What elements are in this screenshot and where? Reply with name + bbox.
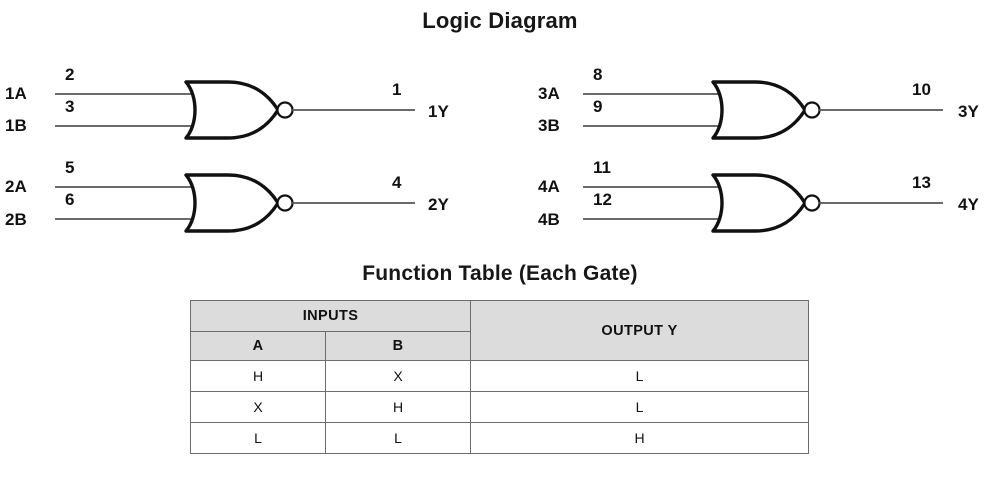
header-output-y: OUTPUT Y [470, 300, 810, 361]
table-row: X H L [190, 391, 810, 423]
nor-gate-1: 1A 2 1B 3 1 1Y [5, 65, 449, 140]
gate-3-inversion-bubble [803, 101, 821, 119]
gate-3-or-body [711, 80, 807, 140]
gate-2-input-b-pin: 6 [65, 190, 74, 209]
gate-2-input-a-label: 2A [5, 177, 27, 196]
logic-diagram-schematic: 1A 2 1B 3 1 1Y 2A 5 2B 6 4 2Y 3A 8 3B 9 [5, 65, 979, 233]
gate-4-input-a-pin: 11 [593, 158, 611, 177]
gate-2-or-body [184, 173, 280, 233]
gate-3-input-b-pin: 9 [593, 97, 602, 116]
cell-input-a: H [190, 360, 326, 392]
gate-3-output-pin: 10 [912, 80, 931, 99]
page-title: Logic Diagram [422, 8, 578, 33]
table-header-row-group: INPUTS OUTPUT Y [189, 300, 810, 361]
gate-3-input-a-label: 3A [538, 84, 560, 103]
nor-gate-2: 2A 5 2B 6 4 2Y [5, 158, 449, 233]
gate-1-inversion-bubble [276, 101, 294, 119]
table-row: H X L [190, 360, 810, 392]
gate-1-output-pin: 1 [392, 80, 401, 99]
gate-1-input-b-label: 1B [5, 116, 27, 135]
gate-3-output-label: 3Y [958, 102, 979, 121]
cell-input-b: X [324, 360, 472, 392]
header-b: B [324, 331, 472, 361]
nor-gate-4: 4A 11 4B 12 13 4Y [538, 158, 979, 233]
gate-2-inversion-bubble [276, 194, 294, 212]
gate-4-inversion-bubble [803, 194, 821, 212]
function-table: INPUTS OUTPUT Y A B H X L X H L L L H [189, 300, 810, 454]
header-inputs: INPUTS [189, 300, 472, 332]
gate-4-output-pin: 13 [912, 173, 931, 192]
cell-output-y: L [470, 360, 810, 392]
cell-input-b: L [324, 422, 472, 454]
gate-1-input-b-pin: 3 [65, 97, 74, 116]
table-header-row-sub: A B [190, 331, 809, 361]
gate-2-output-pin: 4 [392, 173, 402, 192]
cell-input-a: X [190, 391, 326, 423]
gate-2-input-a-pin: 5 [65, 158, 74, 177]
gate-1-input-a-pin: 2 [65, 65, 74, 84]
gate-4-output-label: 4Y [958, 195, 979, 214]
cell-input-b: H [324, 391, 472, 423]
gate-2-input-b-label: 2B [5, 210, 27, 229]
cell-output-y: H [470, 422, 810, 454]
gate-4-input-b-label: 4B [538, 210, 560, 229]
gate-1-output-label: 1Y [428, 102, 449, 121]
table-row: L L H [190, 422, 810, 454]
header-a: A [190, 331, 326, 361]
gate-3-input-b-label: 3B [538, 116, 560, 135]
cell-input-a: L [190, 422, 326, 454]
gate-4-or-body [711, 173, 807, 233]
gate-1-input-a-label: 1A [5, 84, 27, 103]
function-table-title: Function Table (Each Gate) [362, 262, 638, 285]
gate-4-input-a-label: 4A [538, 177, 560, 196]
gate-4-input-b-pin: 12 [593, 190, 612, 209]
cell-output-y: L [470, 391, 810, 423]
gate-2-output-label: 2Y [428, 195, 449, 214]
gate-1-or-body [184, 80, 280, 140]
gate-3-input-a-pin: 8 [593, 65, 602, 84]
nor-gate-3: 3A 8 3B 9 10 3Y [538, 65, 979, 140]
